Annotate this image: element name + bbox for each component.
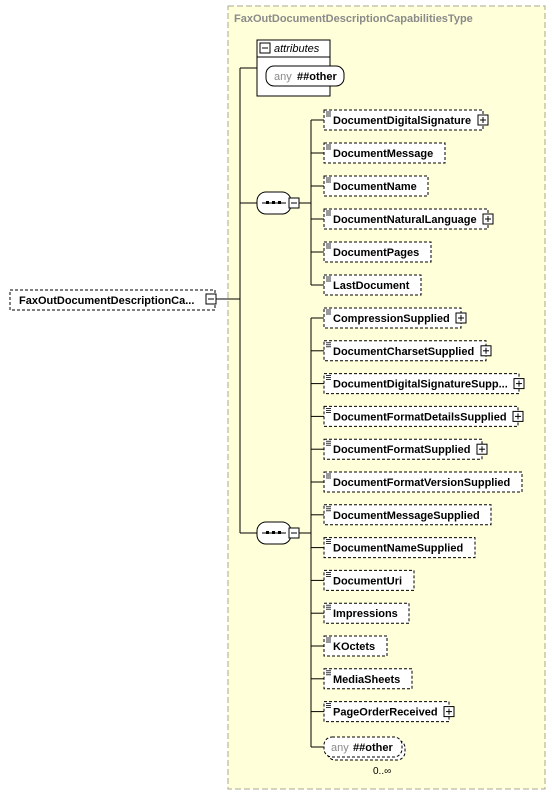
element-documentformatsupplied[interactable]: DocumentFormatSupplied bbox=[311, 438, 488, 460]
attributes-collapse-button[interactable] bbox=[259, 42, 271, 54]
element-compressionsupplied[interactable]: CompressionSupplied bbox=[311, 307, 467, 329]
simple-content-icon bbox=[326, 506, 331, 512]
element-documentnamesupplied[interactable]: DocumentNameSupplied bbox=[311, 537, 476, 559]
simple-content-icon bbox=[326, 407, 331, 413]
simple-content-icon bbox=[326, 111, 331, 117]
sequence-2-item-label: DocumentFormatVersionSupplied bbox=[333, 477, 510, 489]
element-documentname[interactable]: DocumentName bbox=[311, 175, 429, 197]
element-documentformatdetailssupplied[interactable]: DocumentFormatDetailsSupplied bbox=[311, 405, 524, 427]
sequence-2-item-label: DocumentCharsetSupplied bbox=[333, 346, 474, 358]
element-lastdocument[interactable]: LastDocument bbox=[311, 274, 422, 296]
sequence-1-item-label: DocumentPages bbox=[333, 247, 419, 259]
element-documentmessagesupplied[interactable]: DocumentMessageSupplied bbox=[311, 504, 492, 526]
expand-plus-icon[interactable] bbox=[477, 114, 489, 126]
simple-content-icon bbox=[326, 210, 331, 216]
expand-plus-icon[interactable] bbox=[476, 443, 488, 455]
sequence-compositor-2[interactable] bbox=[256, 521, 292, 545]
sequence-1-elements: DocumentDigitalSignatureDocumentMessageD… bbox=[311, 109, 494, 296]
element-documenturi[interactable]: DocumentUri bbox=[311, 569, 415, 591]
element-documentcharsetsupplied[interactable]: DocumentCharsetSupplied bbox=[311, 340, 492, 362]
sequence-2-item-label: DocumentNameSupplied bbox=[333, 543, 463, 555]
any-element-namespace: ##other bbox=[353, 742, 393, 754]
sequence-2-item-label: DocumentUri bbox=[333, 575, 402, 587]
any-element-cardinality: 0..∞ bbox=[373, 766, 391, 777]
any-attribute-namespace: ##other bbox=[297, 71, 337, 83]
root-collapse-button[interactable] bbox=[205, 293, 217, 305]
simple-content-icon bbox=[326, 670, 331, 676]
element-mediasheets[interactable]: MediaSheets bbox=[311, 668, 413, 690]
element-documentdigitalsignaturesupp[interactable]: DocumentDigitalSignatureSupp... bbox=[311, 373, 525, 395]
element-documentmessage[interactable]: DocumentMessage bbox=[311, 142, 446, 164]
simple-content-icon bbox=[326, 604, 331, 610]
element-documentformatversionsupplied[interactable]: DocumentFormatVersionSupplied bbox=[311, 471, 523, 493]
expand-plus-icon[interactable] bbox=[455, 312, 467, 324]
sequence-1-item-label: DocumentNaturalLanguage bbox=[333, 214, 477, 226]
expand-plus-icon[interactable] bbox=[482, 213, 494, 225]
element-koctets[interactable]: KOctets bbox=[311, 635, 388, 657]
simple-content-icon bbox=[326, 637, 331, 643]
sequence-1-collapse-button[interactable] bbox=[288, 197, 300, 209]
simple-content-icon bbox=[326, 473, 331, 479]
sequence-2-item-label: Impressions bbox=[333, 608, 398, 620]
any-element-box[interactable] bbox=[323, 736, 403, 758]
simple-content-icon bbox=[326, 144, 331, 150]
sequence-2-item-label: KOctets bbox=[333, 641, 375, 653]
simple-content-icon bbox=[326, 539, 331, 544]
expand-plus-icon[interactable] bbox=[513, 378, 525, 390]
attributes-label: attributes bbox=[274, 43, 320, 55]
sequence-2-collapse-button[interactable] bbox=[288, 527, 300, 539]
element-impressions[interactable]: Impressions bbox=[311, 602, 410, 624]
any-attribute-any: any bbox=[274, 71, 292, 83]
any-element-any: any bbox=[331, 742, 349, 754]
type-panel bbox=[227, 5, 546, 790]
sequence-1-item-label: LastDocument bbox=[333, 280, 410, 292]
expand-plus-icon[interactable] bbox=[480, 345, 492, 357]
simple-content-icon bbox=[326, 703, 331, 708]
expand-plus-icon[interactable] bbox=[443, 706, 455, 718]
simple-content-icon bbox=[326, 440, 331, 446]
sequence-2-item-label: DocumentFormatDetailsSupplied bbox=[333, 411, 507, 423]
sequence-2-item-label: DocumentDigitalSignatureSupp... bbox=[333, 379, 508, 391]
simple-content-icon bbox=[326, 375, 331, 381]
expand-plus-icon[interactable] bbox=[512, 410, 524, 422]
element-documentpages[interactable]: DocumentPages bbox=[311, 241, 432, 263]
simple-content-icon bbox=[326, 243, 331, 249]
sequence-2-item-label: DocumentMessageSupplied bbox=[333, 510, 480, 522]
simple-content-icon bbox=[326, 572, 331, 577]
simple-content-icon bbox=[326, 276, 331, 282]
sequence-2-elements: CompressionSuppliedDocumentCharsetSuppli… bbox=[311, 307, 525, 723]
sequence-2-item-label: MediaSheets bbox=[333, 674, 400, 686]
sequence-compositor-1[interactable] bbox=[256, 191, 292, 215]
root-element-label: FaxOutDocumentDescriptionCa... bbox=[19, 295, 194, 307]
sequence-2-item-label: PageOrderReceived bbox=[333, 707, 438, 719]
sequence-2-item-label: DocumentFormatSupplied bbox=[333, 444, 471, 456]
simple-content-icon bbox=[326, 177, 331, 183]
sequence-1-item-label: DocumentName bbox=[333, 181, 417, 193]
any-attribute-box[interactable] bbox=[265, 65, 345, 87]
simple-content-icon bbox=[326, 342, 331, 348]
element-documentdigitalsignature[interactable]: DocumentDigitalSignature bbox=[311, 109, 489, 131]
element-pageorderreceived[interactable]: PageOrderReceived bbox=[311, 701, 455, 723]
sequence-1-item-label: DocumentMessage bbox=[333, 148, 433, 160]
type-title: FaxOutDocumentDescriptionCapabilitiesTyp… bbox=[234, 13, 473, 25]
sequence-1-item-label: DocumentDigitalSignature bbox=[333, 115, 471, 127]
element-documentnaturallanguage[interactable]: DocumentNaturalLanguage bbox=[311, 208, 494, 230]
sequence-2-item-label: CompressionSupplied bbox=[333, 313, 450, 325]
simple-content-icon bbox=[326, 309, 331, 315]
